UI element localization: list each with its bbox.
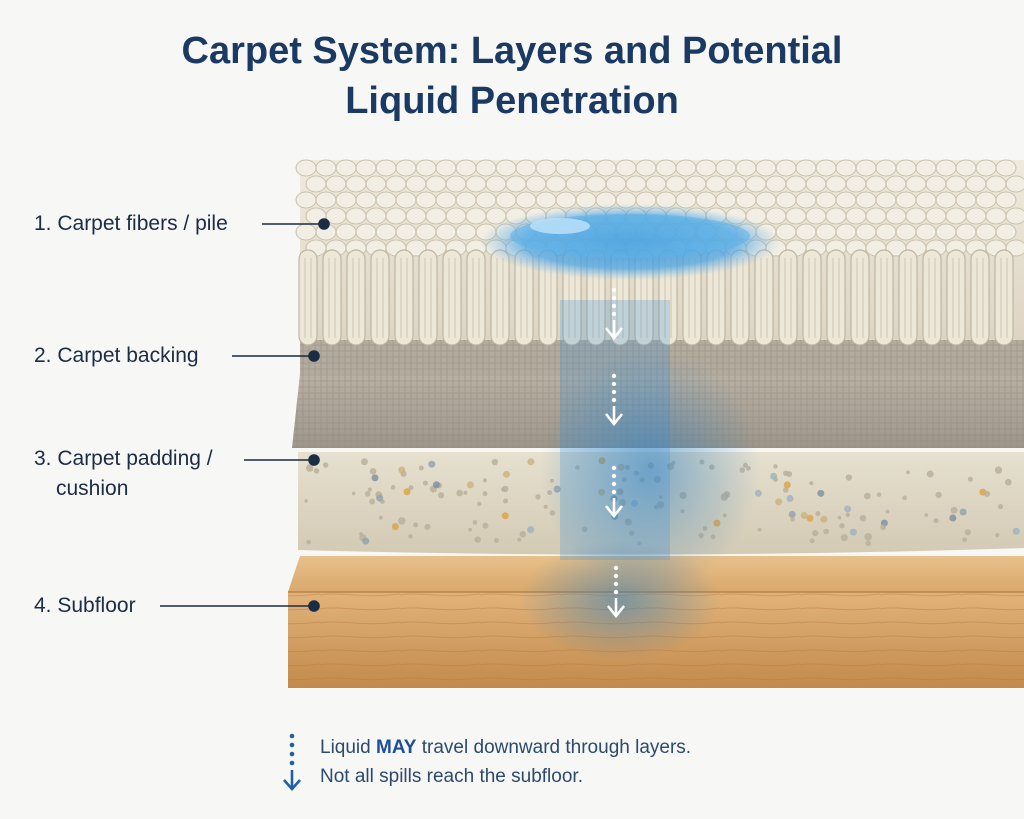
title-line-1: Carpet System: Layers and Potential — [181, 30, 843, 72]
label-subfloor: 4. Subfloor — [34, 594, 136, 617]
liquid-penetration — [480, 204, 780, 660]
legend-emphasis: MAY — [376, 737, 417, 758]
flow-arrow-icon — [604, 465, 624, 519]
leader-line-padding — [244, 454, 320, 466]
dotted-down-arrow-icon — [283, 733, 301, 791]
label-carpet-padding: 3. Carpet padding / cushion — [34, 444, 213, 504]
legend-line-2: Not all spills reach the subfloor. — [320, 766, 583, 787]
label-carpet-padding-line2: cushion — [56, 477, 129, 500]
legend-line-1: Liquid MAY travel downward through layer… — [320, 733, 691, 762]
title-line-2: Liquid Penetration — [345, 80, 679, 122]
legend-prefix: Liquid — [320, 737, 376, 758]
label-carpet-fibers: 1. Carpet fibers / pile — [34, 212, 228, 235]
leader-line-backing — [232, 350, 320, 362]
diagram-title: Carpet System: Layers and Potential Liqu… — [0, 26, 1024, 126]
leader-line-subfloor — [160, 600, 320, 612]
leader-line-fibers — [262, 218, 330, 230]
flow-arrow-icon — [606, 565, 626, 619]
flow-arrow-icon — [604, 373, 624, 427]
label-carpet-backing: 2. Carpet backing — [34, 344, 199, 367]
legend-text: Liquid MAY travel downward through layer… — [320, 733, 691, 791]
label-carpet-padding-line1: 3. Carpet padding / — [34, 447, 213, 470]
flow-arrow-icon — [604, 287, 624, 341]
subfloor-layer — [288, 556, 1024, 688]
legend-suffix: travel downward through layers. — [416, 737, 692, 758]
